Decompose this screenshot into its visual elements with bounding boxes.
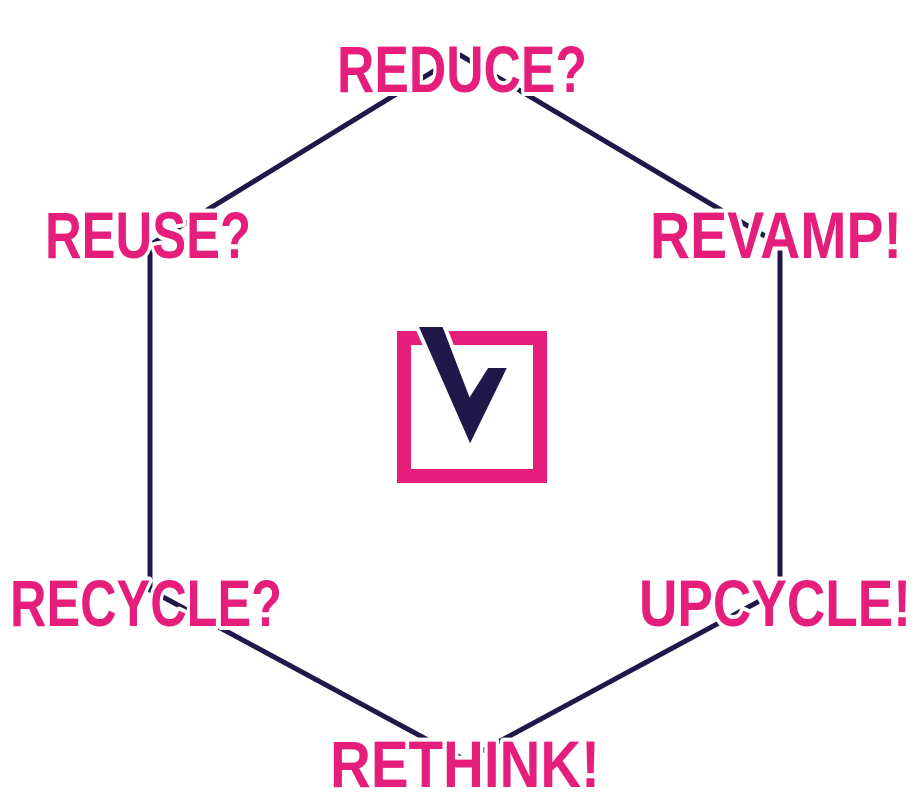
- edge-reuse-reduce: [147, 52, 463, 248]
- cycle-labels: REDUCE? REVAMP! UPCYCLE! RETHINK! RECYCL…: [6, 28, 915, 800]
- v-checkbox-logo-icon: [397, 323, 547, 483]
- cycle-lines: [147, 52, 783, 763]
- edge-upcycle-rethink: [462, 587, 783, 763]
- logo-box: [397, 331, 547, 483]
- edge-reduce-revamp: [457, 52, 783, 248]
- label-revamp: REVAMP!: [650, 198, 902, 272]
- label-recycle: RECYCLE?: [10, 566, 282, 640]
- logo-v-mark: [412, 323, 514, 453]
- label-upcycle: UPCYCLE!: [639, 566, 911, 640]
- label-reduce: REDUCE?: [337, 32, 587, 106]
- label-reuse: REUSE?: [45, 198, 251, 272]
- edge-rethink-recycle: [147, 587, 468, 763]
- label-rethink: RETHINK!: [330, 727, 600, 800]
